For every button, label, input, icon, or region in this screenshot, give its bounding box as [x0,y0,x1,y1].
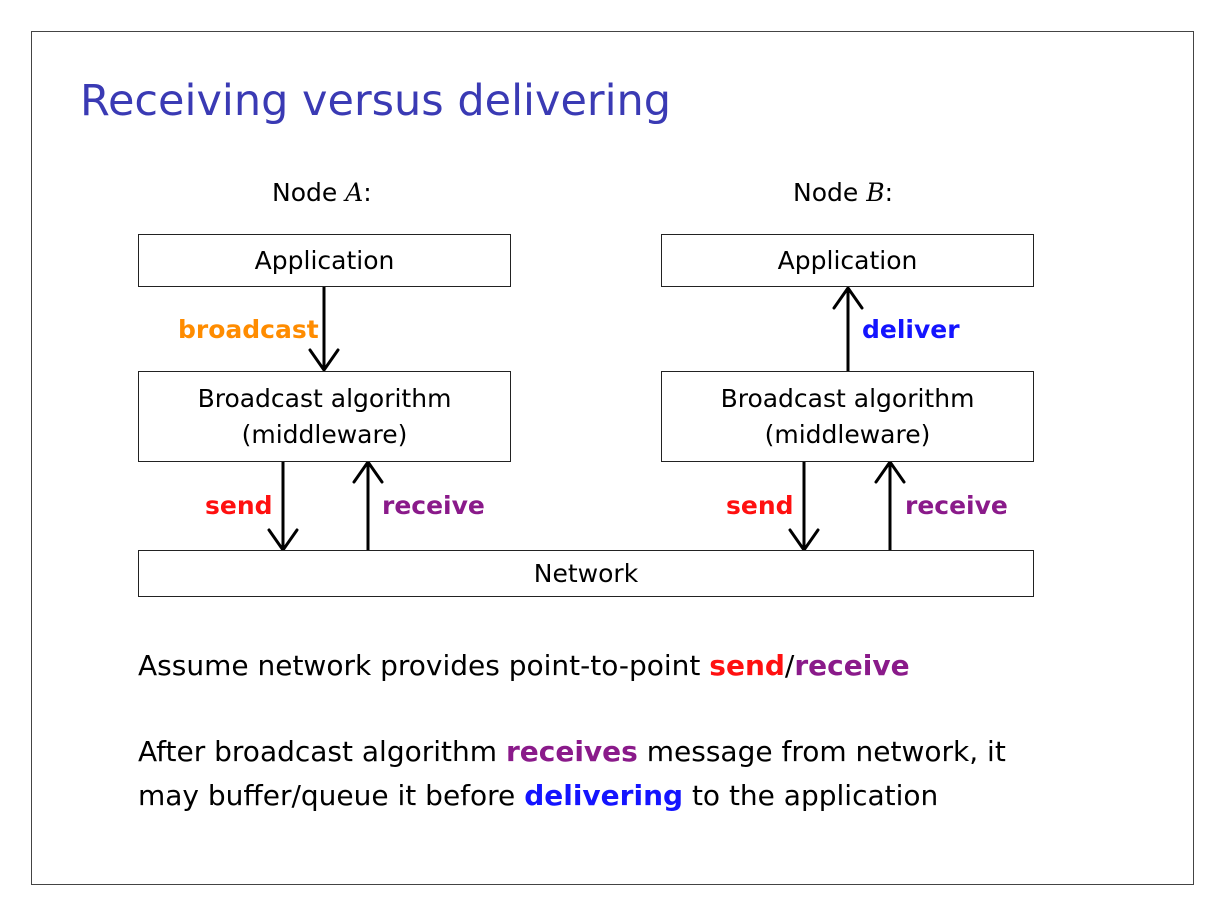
node-b-middleware-line2: (middleware) [764,419,931,449]
receive-label-b: receive [905,491,1008,520]
node-a-middleware-box: Broadcast algorithm (middleware) [138,371,511,462]
receive-arrow-b [874,460,906,552]
paragraph-network-assumption: Assume network provides point-to-point s… [138,644,910,688]
node-b-label-suffix: : [884,178,894,207]
send-arrow-b [788,460,820,552]
p2-receives-keyword: receives [505,735,638,768]
receive-label-a: receive [382,491,485,520]
node-b-label-var: B [866,178,885,207]
node-a-label-suffix: : [363,178,372,207]
p1-text: Assume network provides point-to-point [138,649,710,682]
p1-send-keyword: send [709,649,785,682]
p1-receive-keyword: receive [794,649,910,682]
slide-frame [31,31,1194,885]
node-b-middleware-box: Broadcast algorithm (middleware) [661,371,1034,462]
network-label: Network [533,558,639,588]
send-label-a: send [205,491,273,520]
paragraph-buffering: After broadcast algorithm receives messa… [138,730,1006,818]
slide-title: Receiving versus delivering [80,76,672,126]
node-b-label-prefix: Node [793,178,867,207]
p2-line2-before: may buffer/queue it before [138,779,525,812]
p2-line2: may buffer/queue it before delivering to… [138,774,1006,818]
node-a-label: Node A: [272,178,372,207]
receive-arrow-a [352,460,384,552]
deliver-arrow-b [832,286,864,373]
node-b-label: Node B: [793,178,893,207]
p1-slash: / [784,649,795,682]
node-a-application-label: Application [254,245,395,275]
p2-line1: After broadcast algorithm receives messa… [138,730,1006,774]
send-arrow-a [267,460,299,552]
p2-delivering-keyword: delivering [524,779,684,812]
deliver-label: deliver [862,315,960,344]
p2-line1-before: After broadcast algorithm [138,735,506,768]
broadcast-label: broadcast [178,315,319,344]
p2-line2-after: to the application [683,779,939,812]
node-a-middleware-line2: (middleware) [241,419,408,449]
p2-line1-after: message from network, it [637,735,1006,768]
node-a-label-prefix: Node [272,178,346,207]
send-label-b: send [726,491,794,520]
node-a-middleware-line1: Broadcast algorithm [197,383,452,413]
node-b-application-label: Application [777,245,918,275]
broadcast-arrow-a [308,285,340,372]
node-a-application-box: Application [138,234,511,287]
node-b-application-box: Application [661,234,1034,287]
node-a-label-var: A [345,178,364,207]
network-box: Network [138,550,1034,597]
node-b-middleware-line1: Broadcast algorithm [720,383,975,413]
